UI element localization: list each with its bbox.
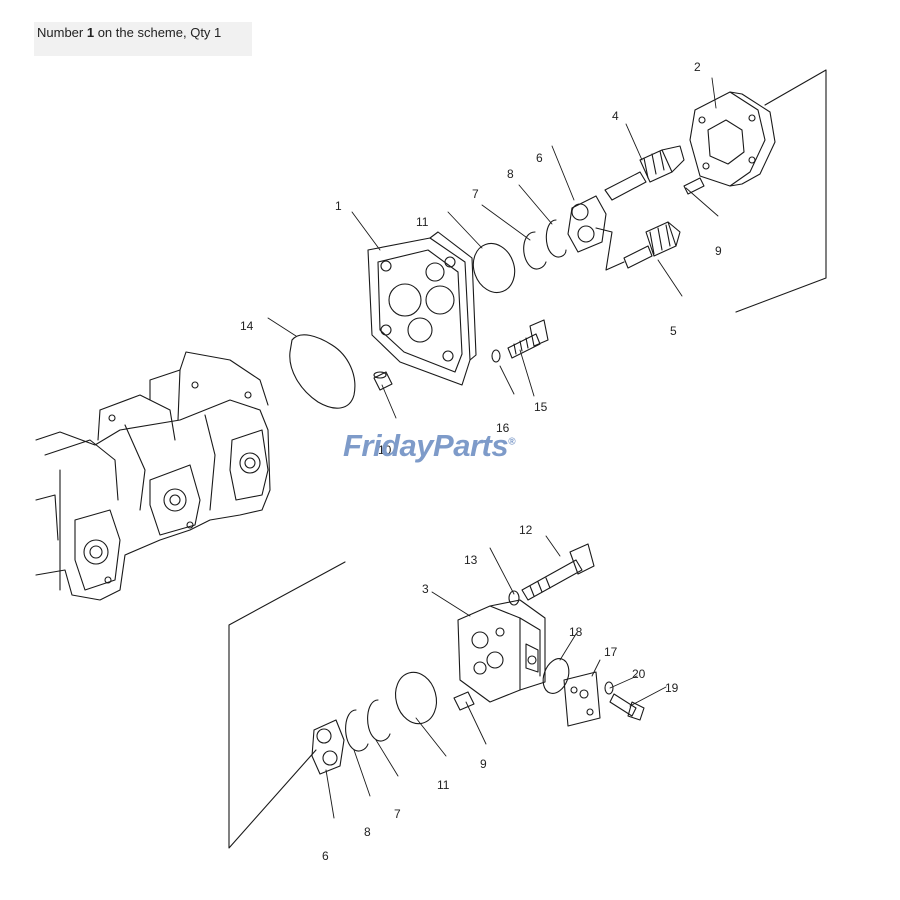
watermark-part1: Friday: [343, 428, 434, 463]
frame-line-lower: [228, 561, 346, 849]
driven-gear-5: [623, 221, 681, 269]
washer-13: [508, 590, 520, 606]
callout-6-lower: 6: [322, 849, 329, 863]
o-ring-18: [542, 658, 570, 694]
washer-20: [604, 681, 614, 695]
leader-lines: [267, 77, 719, 819]
callout-12: 12: [519, 523, 533, 537]
callout-19: 19: [665, 681, 679, 695]
callout-9-upper: 9: [715, 244, 722, 258]
watermark-registered: ®: [508, 436, 515, 448]
callout-6-upper: 6: [536, 151, 543, 165]
bushing-6-upper: [567, 195, 607, 253]
callout-3: 3: [422, 582, 429, 596]
callout-2: 2: [694, 60, 701, 74]
caption-suffix: on the scheme, Qty 1: [94, 25, 222, 40]
pin-9-upper: [683, 177, 705, 195]
drive-gear-4: [604, 145, 685, 201]
watermark-part2: Parts: [433, 428, 509, 463]
washer-16: [491, 349, 501, 363]
caption-number: 1: [86, 25, 95, 40]
gear-housing-3: [457, 599, 546, 703]
caption-prefix: Number: [37, 25, 87, 40]
callout-1: 1: [335, 199, 342, 213]
backup-ring-8-lower: [345, 709, 369, 752]
caption-bar: [34, 22, 252, 56]
callout-10: 10: [378, 443, 392, 457]
cover-plate-17: [563, 671, 601, 727]
callout-13: 13: [464, 553, 478, 567]
callout-labels: 1 2 3 4 5 6 6 7 7 8 8 9 9 10 11 11 12 13…: [240, 60, 722, 863]
flange-plate-1: [367, 231, 477, 386]
callout-8-lower: 8: [364, 825, 371, 839]
bolt-12: [521, 543, 595, 601]
gear-housing-2: [689, 91, 776, 187]
callout-18: 18: [569, 625, 583, 639]
gear-bracket-line: [595, 227, 625, 271]
callout-11-upper: 11: [416, 215, 429, 229]
callout-7-lower: 7: [394, 807, 401, 821]
seal-ring-11-upper: [472, 242, 516, 294]
pump-body-assembly: [35, 351, 271, 601]
callout-15: 15: [534, 400, 548, 414]
frame-line-upper: [735, 69, 827, 313]
callout-8-upper: 8: [507, 167, 514, 181]
callout-5: 5: [670, 324, 677, 338]
part-caption: Number 1 on the scheme, Qty 1: [37, 25, 221, 40]
backup-ring-8-upper: [545, 219, 567, 258]
backup-ring-7-lower: [367, 699, 391, 742]
callout-17: 17: [604, 645, 618, 659]
callout-9-lower: 9: [480, 757, 487, 771]
seal-ring-11-lower: [394, 671, 438, 725]
watermark-logo: FridayParts®: [343, 428, 515, 464]
bushing-6-lower: [311, 719, 345, 775]
callout-11-lower: 11: [437, 778, 450, 792]
callout-14: 14: [240, 319, 254, 333]
callout-7-upper: 7: [472, 187, 479, 201]
callout-20: 20: [632, 667, 646, 681]
callout-4: 4: [612, 109, 619, 123]
pin-10: [373, 371, 393, 391]
callout-16: 16: [496, 421, 510, 435]
bolt-15: [507, 319, 549, 359]
seal-ring-14: [289, 334, 356, 409]
pin-9-lower: [453, 691, 475, 711]
bolt-19: [609, 693, 645, 721]
